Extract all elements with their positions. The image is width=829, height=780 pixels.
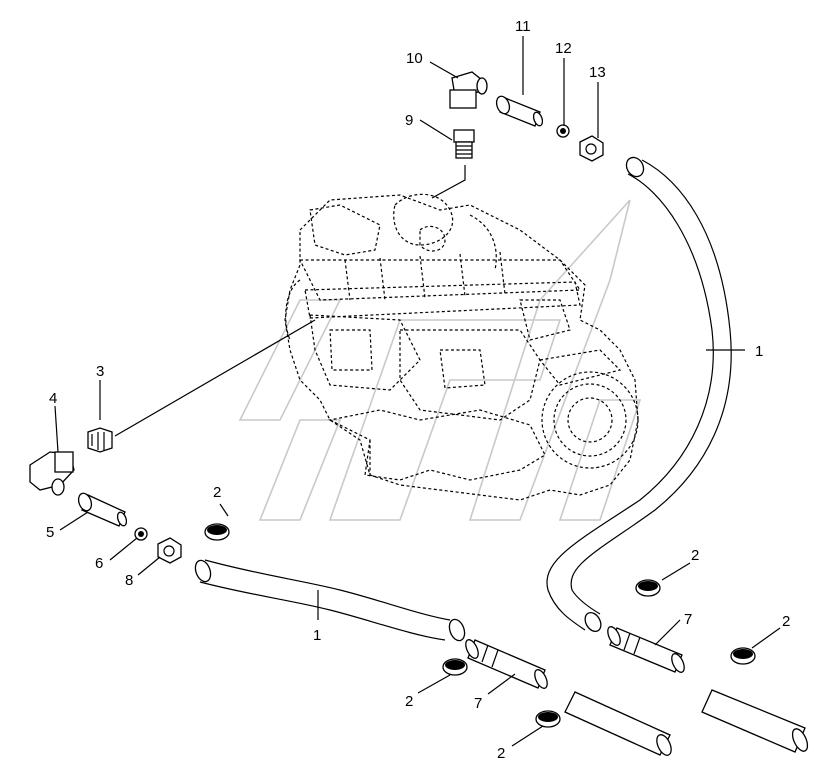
clamp-2c bbox=[535, 710, 561, 728]
nut-13 bbox=[579, 135, 604, 162]
clamp-2e bbox=[730, 647, 756, 665]
callout-4: 4 bbox=[49, 390, 57, 407]
callout-1-right: 1 bbox=[755, 343, 763, 360]
nut-8 bbox=[157, 537, 182, 564]
callout-5: 5 bbox=[46, 524, 54, 541]
elbow-4 bbox=[29, 451, 75, 496]
callout-7-lower: 7 bbox=[474, 695, 482, 712]
callout-12: 12 bbox=[555, 40, 572, 57]
connector-7-right bbox=[607, 626, 685, 673]
callout-8: 8 bbox=[125, 572, 133, 589]
clamp-2b bbox=[442, 658, 468, 676]
adapter-11 bbox=[495, 95, 544, 127]
callout-13: 13 bbox=[589, 64, 606, 81]
fitting-9 bbox=[453, 129, 475, 159]
callout-10: 10 bbox=[406, 50, 423, 67]
leader-9-engine bbox=[431, 165, 466, 199]
connector-7-lower bbox=[465, 639, 548, 689]
ring-12 bbox=[556, 124, 570, 138]
callout-6: 6 bbox=[95, 555, 103, 572]
callout-9: 9 bbox=[405, 112, 413, 129]
callout-leaders bbox=[54, 36, 781, 747]
watermark-logo bbox=[238, 199, 642, 521]
callout-2d: 2 bbox=[691, 547, 699, 564]
adapter-5 bbox=[77, 492, 128, 527]
clamp-2a bbox=[204, 523, 230, 541]
hose-right bbox=[546, 156, 732, 632]
ring-6 bbox=[134, 527, 148, 541]
callout-7-right: 7 bbox=[684, 611, 692, 628]
leader-3-engine bbox=[114, 319, 316, 437]
hose-lower bbox=[194, 559, 466, 642]
fitting-3 bbox=[87, 427, 113, 453]
elbow-10 bbox=[449, 71, 488, 109]
callout-11: 11 bbox=[515, 18, 531, 35]
callout-2c: 2 bbox=[497, 745, 505, 762]
callout-2b: 2 bbox=[405, 693, 413, 710]
callout-2a: 2 bbox=[213, 484, 221, 501]
hose-stub-right bbox=[701, 689, 809, 753]
hose-stub-lower bbox=[564, 691, 672, 756]
callout-1-lower: 1 bbox=[313, 627, 321, 644]
callout-labels: 1 1 2 2 2 2 2 3 4 5 6 7 7 8 9 10 11 12 1… bbox=[46, 18, 790, 762]
clamp-2d bbox=[635, 579, 661, 597]
callout-2e: 2 bbox=[782, 613, 790, 630]
engine-outline bbox=[284, 193, 639, 501]
callout-3: 3 bbox=[96, 363, 104, 380]
